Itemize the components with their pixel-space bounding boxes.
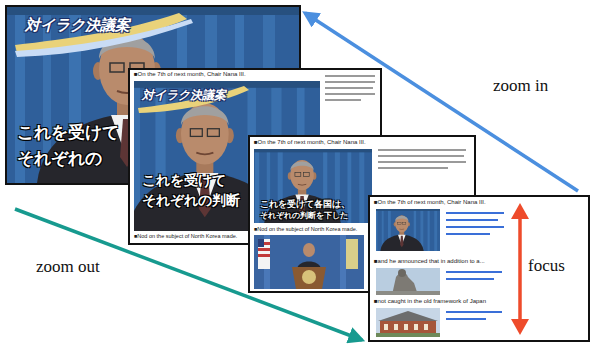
- subtitle: それぞれの判断を下した: [260, 211, 348, 220]
- subtitle: これを受けて: [142, 172, 226, 188]
- section-heading: ■On the 7th of next month, Chair Nana II…: [374, 199, 486, 206]
- subtitle: これを受けて: [17, 123, 119, 143]
- section-heading: ■On the 7th of next month, Chair Nana II…: [254, 139, 366, 146]
- caption-title: 対イラク決議案: [25, 17, 130, 34]
- arrow-label: zoom out: [36, 257, 100, 277]
- section-heading: ■Nod on the subject of North Korea made.: [254, 226, 357, 232]
- caption-title: 対イラク決議案: [142, 89, 226, 103]
- subtitle: これを受けて各国は、: [260, 199, 350, 209]
- section-heading: ■On the 7th of next month, Chair Nana II…: [134, 71, 246, 78]
- arrow-label: zoom in: [493, 76, 548, 96]
- subtitle: それぞれの判断: [142, 192, 240, 208]
- section-heading: ■Nod on the subject of North Korea made.: [134, 233, 237, 239]
- section-heading: ■not caught in the old framework of Japa…: [374, 298, 486, 305]
- subtitle: それぞれの: [17, 149, 102, 169]
- arrow-label: focus: [528, 256, 565, 276]
- section-heading: ■and he announced that in addition to a.…: [374, 258, 485, 265]
